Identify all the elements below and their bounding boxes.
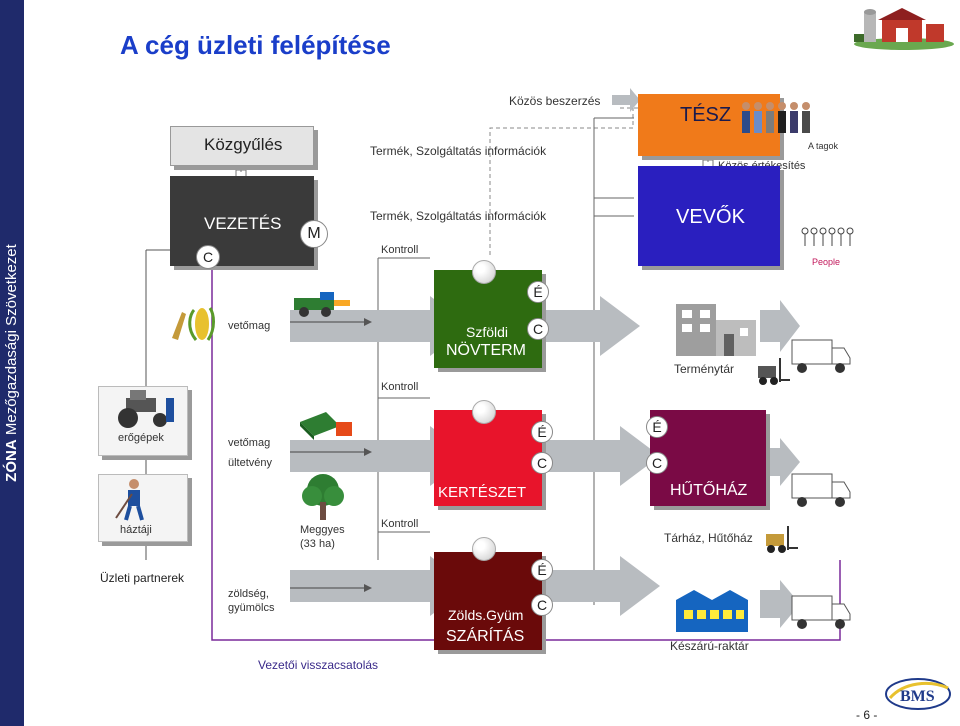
kerteszet-box [434,410,542,506]
novterm-e-node: É [527,281,549,303]
label-zoldseg: zöldség, [228,588,269,600]
hutohaz-c-node: C [646,452,668,474]
kerteszet-e-node: É [531,421,553,443]
haztaji-box [98,474,188,542]
label-vezetoi-visszacsatolas: Vezetői visszacsatolás [258,658,379,672]
label-zolds-gyum: Zölds.Gyüm [448,607,524,623]
szaritas-c-node: C [531,594,553,616]
page-number: - 6 - [856,708,878,722]
label-termenytar: Terménytár [674,362,735,376]
hutohaz-box [650,410,766,506]
kerteszet-label: KERTÉSZET [438,484,527,501]
hutohaz-label: HŰTŐHÁZ [670,482,748,499]
truck-icon-3 [791,595,851,629]
granary-building-icon [676,304,756,356]
label-kontroll-1: Kontroll [381,244,419,256]
label-info-mid: Termék, Szolgáltatás információk [370,209,547,223]
kerteszet-c-node: C [531,452,553,474]
novterm-label: NÖVTERM [446,342,526,359]
vevok-box [638,166,780,266]
label-meggyes-1: Meggyes [300,524,345,536]
page-title: A cég üzleti felépítése [120,30,391,60]
forklift-icon-2 [766,526,798,553]
label-vetomag-2: vetőmag [228,437,271,449]
farm-barn-icon [854,8,954,50]
vevok-label: VEVŐK [676,206,745,228]
people-icon [801,227,854,246]
label-ultetveny: ültetvény [228,457,273,469]
tractor-icon [118,390,174,428]
label-info-top: Termék, Szolgáltatás információk [370,144,547,158]
label-a-tagok: A tagok [808,141,839,151]
kozgyules-box [170,126,314,166]
label-erogepek: erőgépek [118,432,164,444]
label-kontroll-3: Kontroll [381,518,419,530]
novterm-c-node: C [527,318,549,340]
vezetes-m-node: M [300,220,328,248]
corn-icon [172,307,215,341]
szaritas-box [434,552,542,650]
label-meggyes-2: (33 ha) [300,538,335,550]
label-kozos-beszerzes: Közös beszerzés [509,94,601,108]
seedling-tray-icon [300,412,352,440]
forklift-icon [758,358,790,385]
harvester-icon [294,292,350,317]
szaritas-label: SZÁRÍTÁS [446,628,525,645]
label-gyumolcs: gyümölcs [228,602,275,614]
warehouse-icon [676,590,748,632]
label-szfoldi: Szföldi [466,324,509,340]
label-tarhaz: Tárház, Hűtőház [664,531,753,545]
side-band [0,0,24,726]
vezetes-label: VEZETÉS [204,214,282,233]
kozgyules-label: Közgyűlés [204,135,283,154]
label-haztaji: háztáji [120,524,152,536]
svg-text:BMS: BMS [900,688,935,705]
novterm-box [434,270,542,368]
label-kontroll-2: Kontroll [381,381,419,393]
vezetes-c-node: C [196,245,220,269]
label-vetomag-1: vetőmag [228,320,271,332]
novterm-input-ball [472,260,496,284]
label-uzleti-partnerek: Üzleti partnerek [100,571,185,585]
szaritas-input-ball [472,537,496,561]
tesz-label: TÉSZ [680,104,732,126]
farmer-icon [115,479,144,521]
bms-logo: BMS [885,678,951,710]
vezetes-box [170,176,314,266]
szaritas-e-node: É [531,559,553,581]
label-people: People [812,257,841,267]
members-group-icon [742,102,810,133]
tree-icon [302,474,344,520]
kerteszet-input-ball [472,400,496,424]
label-keszaru: Készárú-raktár [670,639,749,653]
truck-icon-2 [791,473,851,507]
truck-icon-1 [791,339,851,373]
hutohaz-e-node: É [646,416,668,438]
